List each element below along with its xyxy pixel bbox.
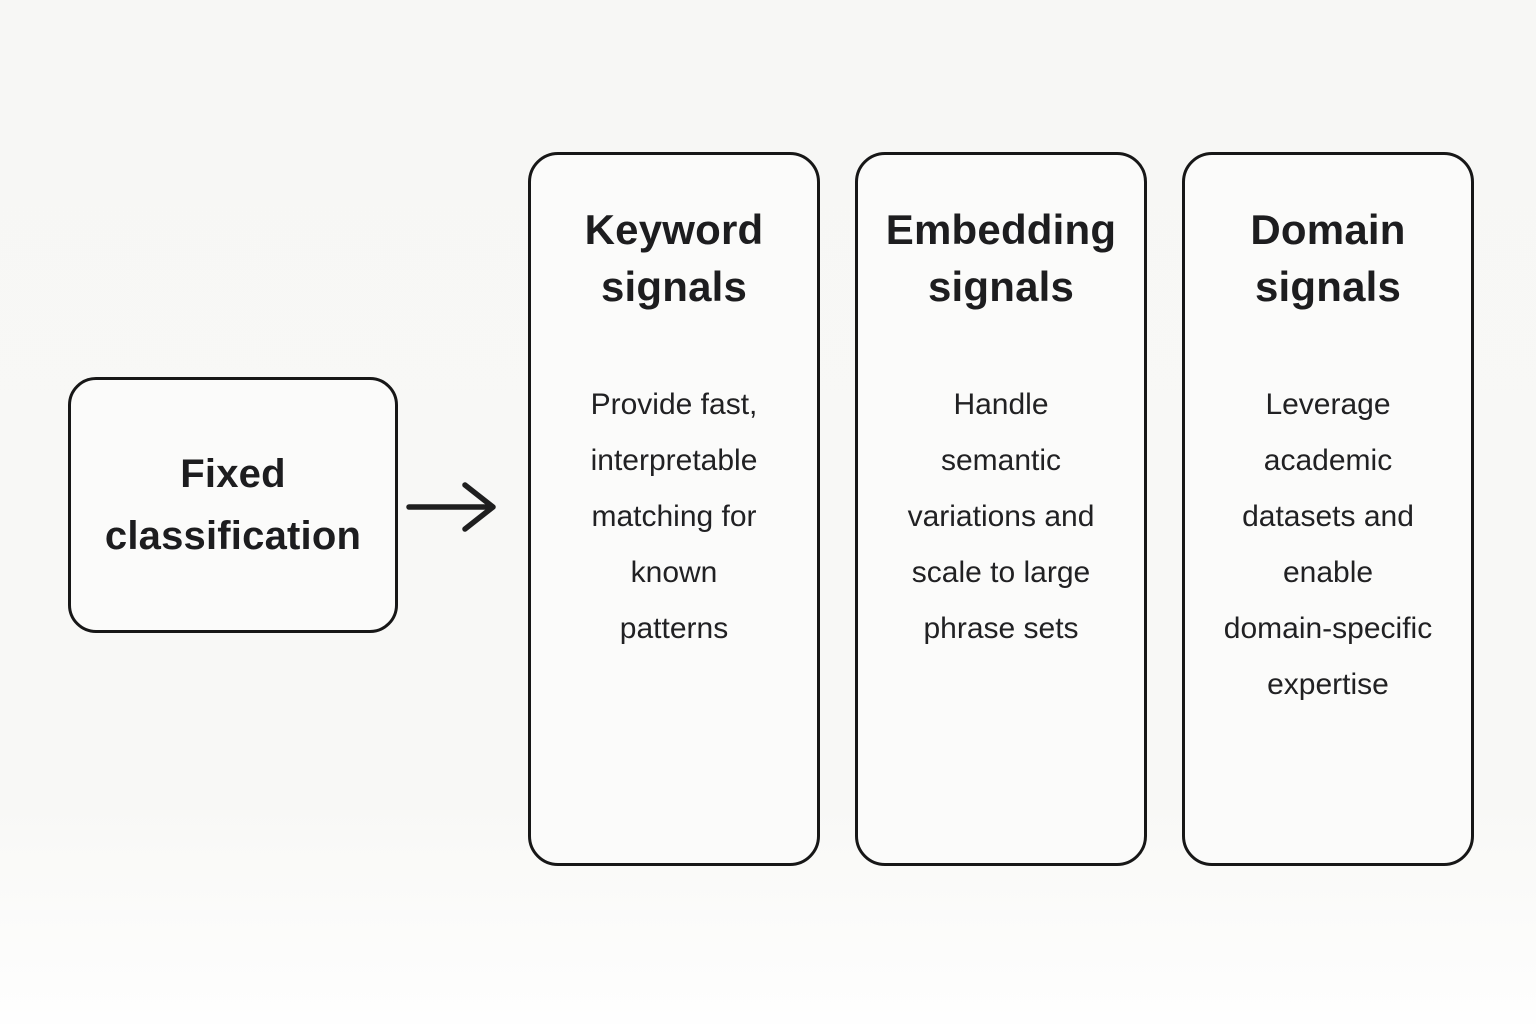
keyword-signals-card: Keyword signals Provide fast, interpreta… bbox=[528, 152, 820, 866]
embedding-signals-card: Embedding signals Handle semantic variat… bbox=[855, 152, 1147, 866]
right-arrow-icon bbox=[406, 478, 510, 536]
fixed-classification-label: Fixed classification bbox=[104, 452, 362, 558]
domain-signals-description: Leverage academic datasets and enable do… bbox=[1223, 388, 1433, 701]
keyword-signals-title: Keyword signals bbox=[584, 206, 764, 310]
embedding-signals-description: Handle semantic variations and scale to … bbox=[907, 388, 1095, 645]
keyword-signals-description: Provide fast, interpretable matching for… bbox=[590, 388, 758, 645]
domain-signals-card: Domain signals Leverage academic dataset… bbox=[1182, 152, 1474, 866]
domain-signals-title: Domain signals bbox=[1250, 206, 1406, 310]
fixed-classification-box: Fixed classification bbox=[68, 377, 398, 633]
embedding-signals-title: Embedding signals bbox=[885, 206, 1117, 310]
